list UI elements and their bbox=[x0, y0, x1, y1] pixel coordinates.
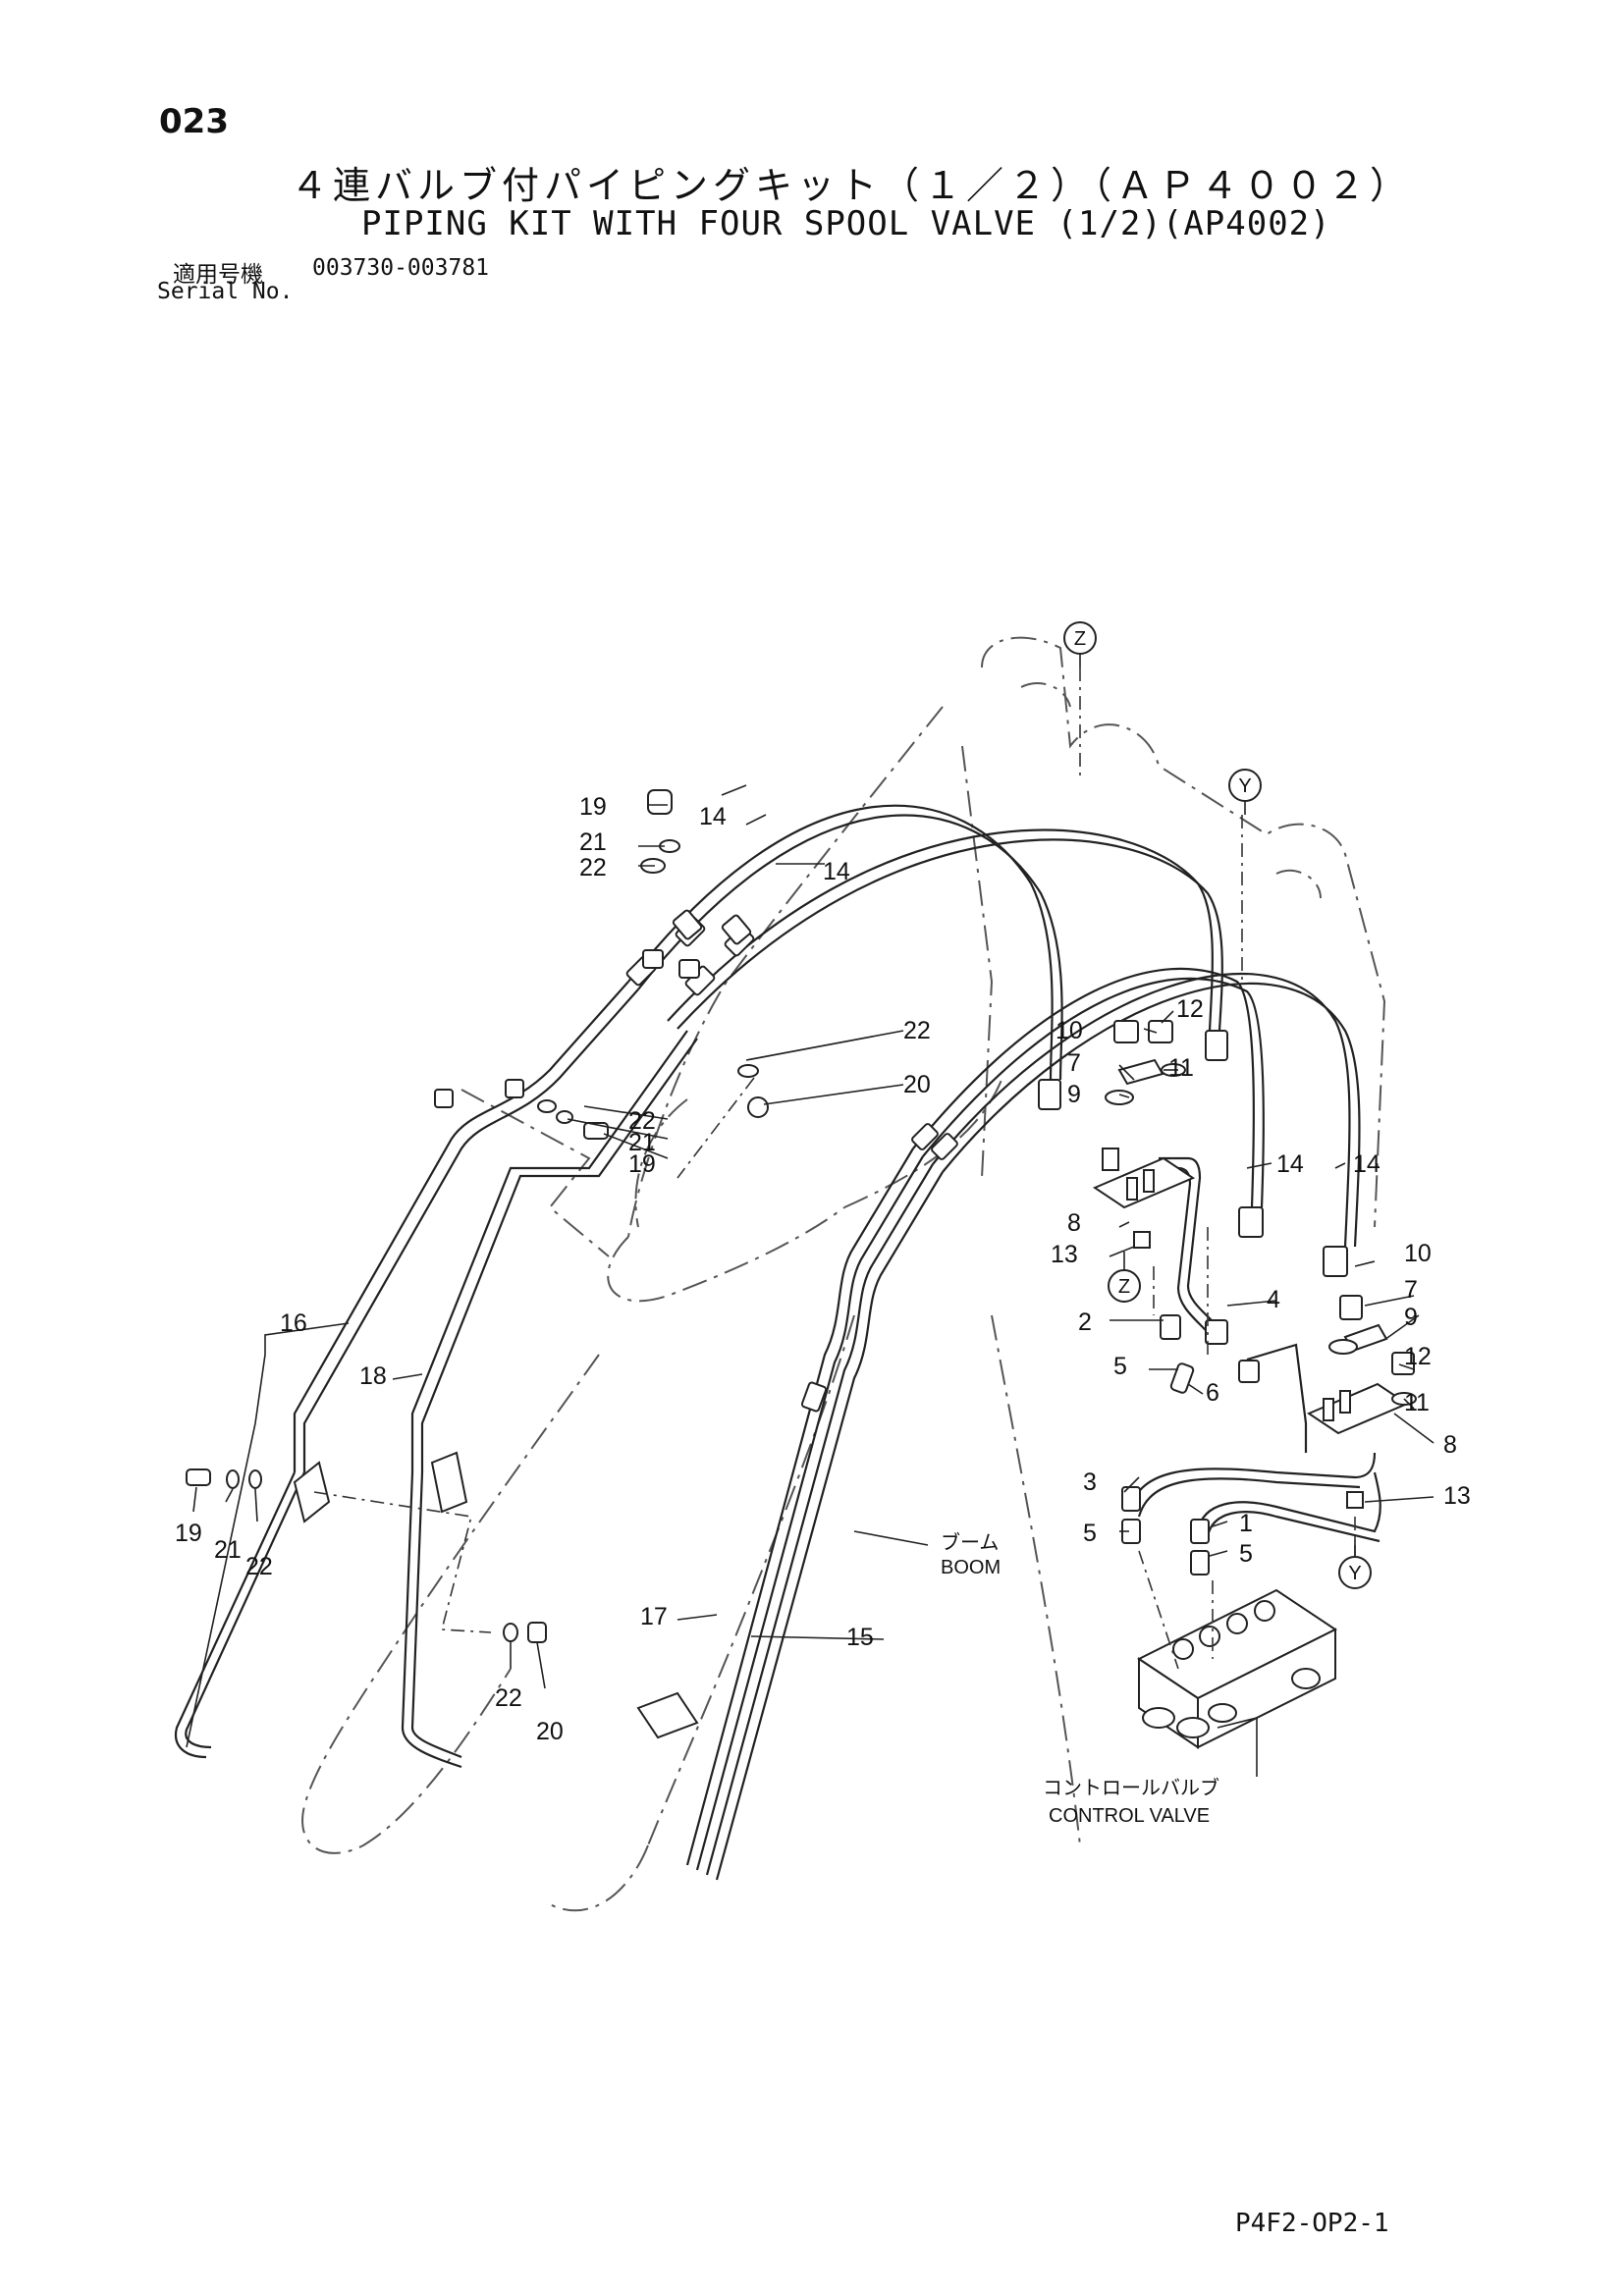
serial-range: 003730-003781 bbox=[312, 255, 490, 281]
callout-12: 12 bbox=[1176, 995, 1204, 1023]
view-marker-y-top bbox=[1228, 769, 1262, 802]
callout-19: 19 bbox=[628, 1150, 656, 1178]
callout-21: 21 bbox=[214, 1536, 242, 1564]
callout-18: 18 bbox=[359, 1362, 387, 1390]
callout-7: 7 bbox=[1404, 1276, 1418, 1304]
part-callouts: 19 14 21 22 14 22 20 22 21 19 10 12 7 11… bbox=[175, 793, 1471, 1745]
callout-21: 21 bbox=[579, 828, 607, 856]
title-japanese: ４連バルブ付パイピングキット（１／２）（ＡＰ４００２） bbox=[291, 164, 1413, 207]
callout-8: 8 bbox=[1443, 1431, 1457, 1459]
callout-17: 17 bbox=[640, 1603, 668, 1630]
serial-label-japanese: 適用号機 bbox=[173, 262, 263, 288]
pipe-routes bbox=[174, 804, 1381, 1881]
view-marker-z-mid bbox=[1108, 1269, 1141, 1303]
callout-20: 20 bbox=[903, 1071, 931, 1098]
callout-8: 8 bbox=[1067, 1209, 1081, 1237]
callout-7: 7 bbox=[1067, 1049, 1081, 1077]
boom-outline bbox=[301, 636, 1386, 1912]
callout-22: 22 bbox=[903, 1017, 931, 1044]
callout-19: 19 bbox=[175, 1520, 202, 1547]
serial-label-english: Serial No. bbox=[157, 279, 294, 304]
callout-4: 4 bbox=[1267, 1286, 1280, 1313]
callout-1: 1 bbox=[1239, 1510, 1253, 1537]
callout-21: 21 bbox=[628, 1129, 656, 1156]
callout-22: 22 bbox=[245, 1553, 273, 1580]
fittings bbox=[186, 789, 1417, 1739]
control-valve-label-english: CONTROL VALVE bbox=[1049, 1805, 1210, 1827]
callout-11: 11 bbox=[1168, 1054, 1194, 1082]
callout-6: 6 bbox=[1206, 1379, 1219, 1407]
callout-13: 13 bbox=[1443, 1482, 1471, 1510]
page-number: 023 bbox=[159, 102, 229, 141]
svg-text:Y: Y bbox=[1348, 1563, 1361, 1584]
callout-16: 16 bbox=[280, 1309, 307, 1337]
view-marker-y-low bbox=[1338, 1556, 1372, 1589]
leader-lines bbox=[186, 638, 1435, 1777]
callout-14: 14 bbox=[823, 858, 850, 885]
callout-22: 22 bbox=[495, 1684, 522, 1712]
view-marker-z-top bbox=[1063, 621, 1097, 655]
svg-text:Z: Z bbox=[1074, 628, 1086, 650]
center-lines bbox=[313, 667, 1356, 1670]
callout-14: 14 bbox=[1353, 1150, 1380, 1178]
callout-20: 20 bbox=[536, 1718, 564, 1745]
callout-9: 9 bbox=[1404, 1304, 1418, 1331]
callout-22: 22 bbox=[579, 854, 607, 881]
svg-text:Z: Z bbox=[1118, 1276, 1130, 1298]
control-valve-label-japanese: コントロールバルブ bbox=[1043, 1776, 1219, 1799]
title-english: PIPING KIT WITH FOUR SPOOL VALVE (1/2)(A… bbox=[361, 204, 1331, 243]
component-labels: ブーム BOOM コントロールバルブ CONTROL VALVE bbox=[941, 1530, 1219, 1827]
drawing-code: P4F2-OP2-1 bbox=[1235, 2209, 1389, 2238]
callout-5: 5 bbox=[1113, 1353, 1127, 1380]
callout-15: 15 bbox=[846, 1624, 874, 1651]
callout-9: 9 bbox=[1067, 1081, 1081, 1108]
callout-22: 22 bbox=[628, 1107, 656, 1135]
callout-3: 3 bbox=[1083, 1468, 1097, 1496]
callout-11: 11 bbox=[1404, 1389, 1430, 1416]
callout-10: 10 bbox=[1404, 1240, 1432, 1267]
control-valve-body bbox=[1137, 1588, 1337, 1749]
callout-12: 12 bbox=[1404, 1343, 1432, 1370]
view-markers: Z Y Z Y bbox=[1063, 621, 1372, 1589]
callout-14: 14 bbox=[699, 803, 727, 830]
callout-5: 5 bbox=[1239, 1540, 1253, 1568]
callout-10: 10 bbox=[1056, 1017, 1083, 1044]
boom-label-english: BOOM bbox=[941, 1557, 1001, 1578]
callout-14: 14 bbox=[1276, 1150, 1304, 1178]
svg-text:Y: Y bbox=[1238, 775, 1251, 797]
callout-13: 13 bbox=[1051, 1241, 1078, 1268]
boom-label-japanese: ブーム bbox=[941, 1530, 999, 1554]
callout-2: 2 bbox=[1078, 1308, 1092, 1336]
callout-19: 19 bbox=[579, 793, 607, 821]
callout-5: 5 bbox=[1083, 1520, 1097, 1547]
